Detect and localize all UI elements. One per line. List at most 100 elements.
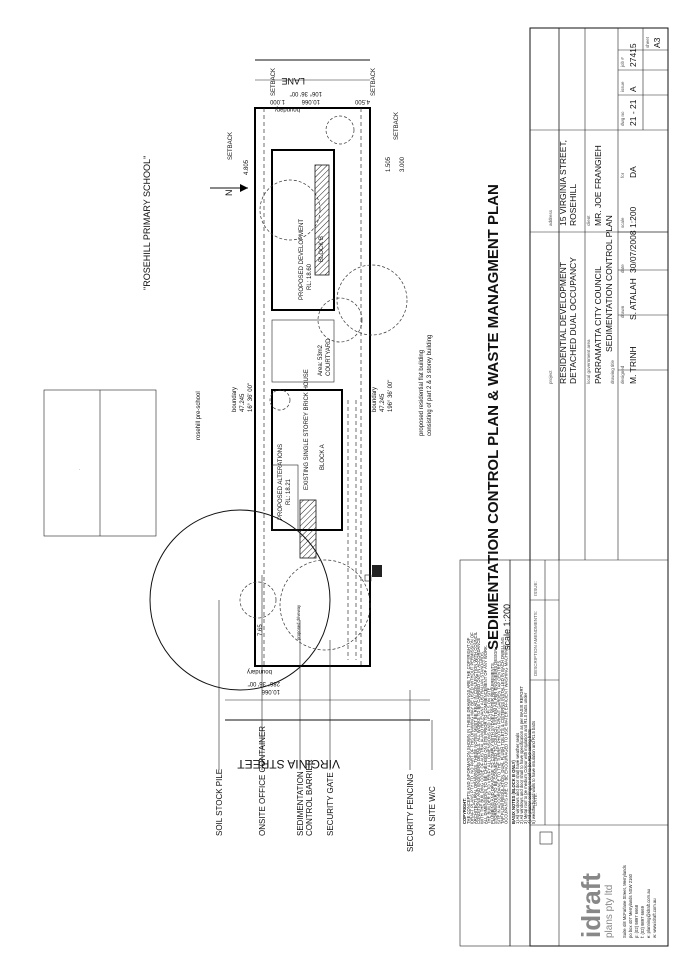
alterations-zone (271, 464, 299, 531)
drawing-title: SEDIMENTATION CONTROL PLAN & WASTE MANAG… (485, 184, 502, 650)
mid-right-bearing: 196° 36' 00" (388, 380, 394, 412)
copyright-line: OCCUPANTS ARE TO BE ENCOURAGED TO USE WA… (503, 644, 508, 824)
drawing-scale: scale 1:200 (502, 604, 512, 650)
drawn-value: S. ATALAH (628, 278, 638, 320)
company-address-2: po box 407 Merrylands NSW 2160 (628, 873, 633, 938)
authority-label: local government area (586, 339, 591, 384)
copyright-line: ALL DIMENSIONS TO BE CHECKED ON SITE PRI… (483, 645, 488, 824)
basix-note-item: 1) All windows and door shall have weath… (515, 733, 520, 824)
job-label: job # (620, 57, 625, 68)
date-value: 30/07/2008 (628, 230, 638, 273)
neighbour-note-1: proposed residential flat building (419, 350, 425, 436)
date-amend-label: DATE: (533, 793, 538, 806)
copyright-line: THE CONCEPTS AND INFORMATION SHOWN IN TH… (466, 637, 471, 824)
authority-value: PARRAMATTA CITY COUNCIL (593, 266, 603, 384)
alterations-rl: RL: 18.21 (286, 478, 292, 505)
project-label: project (548, 370, 553, 384)
preschool-label: rosehill pre-school (196, 391, 202, 440)
lane-label: LANE (281, 76, 305, 86)
courtyard (271, 319, 335, 383)
basix-note-item: 2) All windows and door shall to have sp… (519, 686, 524, 824)
sheet-label: sheet (645, 36, 650, 48)
copyright-line: SITE IN ACCORDANCE TO THE TURRET PHOTON … (497, 660, 502, 824)
issue-value: A (628, 86, 638, 92)
company-logo-sub: plans pty ltd (604, 885, 615, 938)
company-logo: idraft (576, 873, 606, 938)
boundary-top-bearing: 106° 36' 00" (290, 90, 322, 96)
mid-left-bearing: 16° 36' 00" (248, 383, 254, 412)
side-4805: 4.805 (244, 159, 250, 175)
boundary-top-a: 1.000 (269, 98, 285, 104)
tree-icon (269, 389, 291, 411)
boundary-top-b: 4.500 (354, 98, 370, 104)
company-fax: f: (02) 9897 6669 (640, 905, 645, 938)
block-b-wall (314, 164, 330, 276)
notes-block: BASIX NOTES (BLOCK B ONLY) 1) All window… (459, 559, 536, 947)
dimensions: SETBACK SETBACK 1.000 4.500 10.066 106° … (228, 68, 406, 694)
legend-item: ONSITE OFFICE CONTAINER (258, 726, 267, 836)
block-b-label: BLOCK B (319, 236, 325, 262)
copyright-heading: COPYRIGHT: (462, 798, 467, 824)
scale-label: scale (620, 217, 625, 228)
mid-left-length: 47.245 (240, 393, 246, 412)
courtyard-area: Area: 53m2 (318, 344, 324, 376)
svg-text:.: . (76, 469, 81, 470)
basix-note-item: 4) All plaster ceilings to roof to be R2… (527, 729, 532, 824)
bottom-bearing: 286° 36' 00" (248, 680, 280, 686)
tree-icon (317, 297, 363, 343)
bottom-word: boundary (247, 668, 272, 674)
client-value: MR. JOE FRANGIEH (593, 145, 603, 226)
legend-item: ON SITE W/C (428, 786, 437, 836)
tree-icon (325, 115, 355, 145)
side-1505: 1.505 (386, 156, 392, 172)
drawing-title-label: drawing title (610, 359, 615, 384)
copyright-line: PLUMBING AND DRAINAGE TO COMPLY WITH SYD… (490, 662, 495, 824)
address-line-1: 15 VIRGINIA STREET, (558, 140, 568, 226)
soil-stock-pile (364, 574, 372, 582)
side-3000: 3.000 (400, 156, 406, 172)
legend-item: CONTROL BARRIER (305, 759, 314, 836)
setback-left: SETBACK (228, 132, 234, 160)
mid-right-word: boundary (372, 387, 378, 412)
setback-right: SETBACK (394, 112, 400, 140)
driveway-label: proposed driveway (296, 604, 301, 640)
company-address-1: Suite 4/8 McFarlane Street, Merrylands (622, 865, 627, 938)
north-label: N (224, 190, 234, 197)
for-value: DA (628, 166, 638, 178)
tree-icon (279, 559, 371, 651)
copyright-line: THE BUILDER IS TO VERIFY ALL DIMENSIONS … (486, 686, 491, 824)
project-line-2: DETACHED DUAL OCCUPANCY (568, 257, 578, 384)
tree-icon (336, 264, 408, 336)
project-line-1: RESIDENTIAL DEVELOPMENT (558, 262, 568, 384)
scale-value: 1:200 (628, 206, 638, 228)
company-web: w: www.idraft.com.au (652, 898, 657, 938)
lot-boundary (254, 107, 371, 667)
legend-item: SECURITY GATE (326, 772, 335, 836)
date-label: date (620, 264, 625, 273)
title-block: project RESIDENTIAL DEVELOPMENT DETACHED… (529, 27, 669, 947)
copyright-line: CONDITIONS AND ENGINEERS DETAILS. ALL WO… (476, 638, 481, 824)
description-label: DESCRIPTION AMENDMENTS: (533, 611, 538, 676)
copyright-line: TAP FLOW REGULATION, DUAL FLUSH TOILETS … (500, 637, 505, 824)
bottom-setback: 7.65 (258, 624, 264, 636)
for-label: for (620, 172, 625, 178)
site-plan: LANE VIRGINIA STREET PROPOSED DEVELOPMEN… (149, 59, 430, 771)
designed-label: designed (620, 365, 625, 384)
mid-left-word: boundary (232, 387, 238, 412)
drawn-label: drawn (620, 305, 625, 318)
address-line-2: ROSEHILL (568, 184, 578, 226)
copyright-line: IDRAFT PLANS PTY LTD. NO PART OF THIS DR… (469, 632, 474, 824)
dwg-label: dwg no (620, 111, 625, 126)
sediment-control-circle (149, 509, 331, 691)
company-phone: p: (02) 9897 6668 (634, 904, 639, 938)
legend-item: SOIL STOCK PILE (215, 769, 224, 836)
tree-icon (259, 179, 321, 241)
sheet-value: A3 (652, 37, 662, 48)
setback-top-1: SETBACK (271, 68, 277, 96)
designed-value: M. TRINH (628, 346, 638, 384)
basix-heading: BASIX NOTES (BLOCK B ONLY) (511, 760, 516, 824)
mid-right-length: 47.245 (380, 393, 386, 412)
issue-label: ISSUE: (533, 581, 538, 596)
